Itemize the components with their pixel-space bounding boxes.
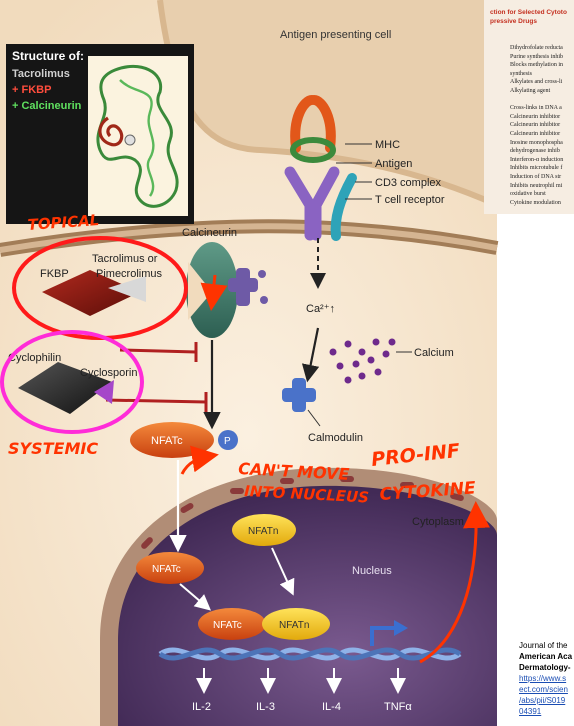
nfat-complex-c [198, 608, 266, 640]
citation-link-3[interactable]: /abs/pii/S019 [519, 696, 566, 705]
tacrolimus-molecule [124, 134, 136, 146]
table-row: Calcineurin inhibitor [510, 113, 561, 120]
fkbp-tacrolimus-complex [42, 270, 146, 316]
table-rows: Dihydrofolate reducta Purine synthesis i… [510, 44, 563, 207]
citation: Journal of the American Aca Dermatology-… [519, 640, 574, 717]
fkbp-label: FKBP [40, 268, 69, 280]
nfatc-arrow [179, 583, 212, 611]
nucleus-label: Nucleus [352, 565, 392, 577]
il2-label: IL-2 [192, 701, 211, 713]
nfat-complex-n [262, 608, 330, 640]
calcineurin-label: Calcineurin [182, 227, 237, 239]
il3-label: IL-3 [256, 701, 275, 713]
cd3-label: CD3 complex [375, 177, 442, 189]
table-title-line-2: pressive Drugs [490, 18, 537, 25]
phosphate-label: P [224, 436, 231, 447]
mhc-complex [290, 95, 336, 163]
cant-move-arrow [180, 445, 219, 475]
nucleus [118, 485, 497, 726]
transcription-start-arrow [370, 626, 396, 646]
table-title-line-1: ction for Selected Cytoto [490, 9, 567, 16]
citation-line-1: Journal of the [519, 641, 568, 650]
calcium-label: Calcium [414, 347, 454, 359]
tnf-label: TNFα [384, 701, 412, 713]
systemic-highlight-circle [0, 330, 144, 434]
nfatc-nuclear [136, 552, 204, 584]
nfatn-label-1: NFATn [248, 526, 278, 537]
table-row: Calcineurin inhibitor [510, 130, 561, 137]
calcium-dots [329, 338, 396, 384]
antigen-peptide [290, 137, 336, 163]
table-row: Inhibits neutrophil mi [510, 182, 563, 189]
table-row: Inosine monophospha [510, 139, 563, 146]
cyclosporin-label: Cyclosporin [80, 367, 137, 379]
citation-line-3: Dermatology- [519, 663, 571, 672]
drug-table-crop: ction for Selected Cytoto pressive Drugs… [484, 0, 574, 214]
nfatc-label-2: NFATc [152, 564, 181, 575]
nfatn-cytoplasmic [232, 514, 296, 546]
gene-arrows [196, 668, 406, 694]
calcineurin-ribbon-2 [119, 79, 155, 197]
table-row: Interferon-α induction [510, 156, 564, 163]
table-row: Purine synthesis inhib [510, 53, 564, 60]
citation-link-4[interactable]: 04391 [519, 707, 542, 716]
tcr-label: T cell receptor [375, 194, 445, 206]
table-row: Alkylates and cross-li [510, 79, 563, 86]
fkbp-ribbon [98, 116, 124, 147]
table-row: oxidative burst [510, 191, 546, 198]
calcineurin-ribbon [96, 64, 179, 208]
dna-helix [158, 647, 462, 661]
cyclophilin-cyclosporin-complex [18, 362, 114, 414]
structure-title: Structure of: [12, 49, 84, 63]
cd3-complex [330, 173, 357, 241]
calcineurin-annotation-arrow [200, 274, 228, 311]
table-row: Calcineurin inhibitor [510, 122, 561, 129]
structure-tacrolimus: Tacrolimus [12, 68, 70, 80]
citation-line-2: American Aca [519, 652, 573, 661]
cytoplasm-label: Cytoplasm [412, 516, 464, 528]
antigen-presenting-cell [160, 0, 497, 205]
topical-annotation: TOPICAL [27, 211, 100, 234]
cyclophilin-label: Cyclophilin [8, 352, 61, 364]
citation-link-1[interactable]: https://www.s [519, 674, 567, 683]
apc-label: Antigen presenting cell [280, 29, 391, 41]
inhibition-lines [105, 342, 208, 412]
transcription-arrowhead [394, 620, 408, 636]
table-row: Dihydrofolate reducta [510, 45, 563, 51]
calmodulin [282, 378, 316, 412]
table-row: dehydrogenase inhib [510, 148, 560, 155]
nfatn-arrow [271, 547, 295, 596]
nuclear-pores [141, 476, 464, 549]
table-row [510, 96, 563, 105]
pimecrolimus-label: Pimecrolimus [96, 268, 163, 280]
mhc-label: MHC [375, 139, 400, 151]
table-row: Alkylating agent [510, 87, 551, 94]
cytokine-arrow [419, 501, 491, 664]
nfatc-label: NFATc [151, 435, 183, 447]
table-title: ction for Selected Cytoto pressive Drugs [490, 8, 567, 26]
nfatn-label-2: NFATn [279, 620, 309, 631]
table-row: synthesis [510, 70, 533, 77]
systemic-annotation: SYSTEMIC [8, 439, 98, 458]
table-row: Cross-links in DNA a [510, 105, 562, 112]
t-cell-receptor [284, 166, 357, 241]
table-row: Induction of DNA str [510, 173, 562, 180]
calcium-ion-label: Ca²⁺↑ [306, 303, 335, 315]
table-row: Inhibits microtubule f [510, 165, 563, 172]
structure-fkbp: + FKBP [12, 84, 51, 96]
antigen-label: Antigen [375, 158, 412, 170]
table-row: Blocks methylation in [510, 62, 563, 69]
nfatc-label-3: NFATc [213, 620, 242, 631]
calcium-arrow [301, 327, 320, 383]
il4-label: IL-4 [322, 701, 341, 713]
table-row: Cytokine modulation [510, 199, 561, 206]
tacrolimus-label: Tacrolimus or [92, 253, 158, 265]
structure-calcineurin: + Calcineurin [12, 100, 82, 112]
structure-box: Structure of: Tacrolimus + FKBP + Calcin… [6, 44, 194, 224]
citation-link-2[interactable]: ect.com/scien [519, 685, 568, 694]
calmodulin-label: Calmodulin [308, 432, 363, 444]
